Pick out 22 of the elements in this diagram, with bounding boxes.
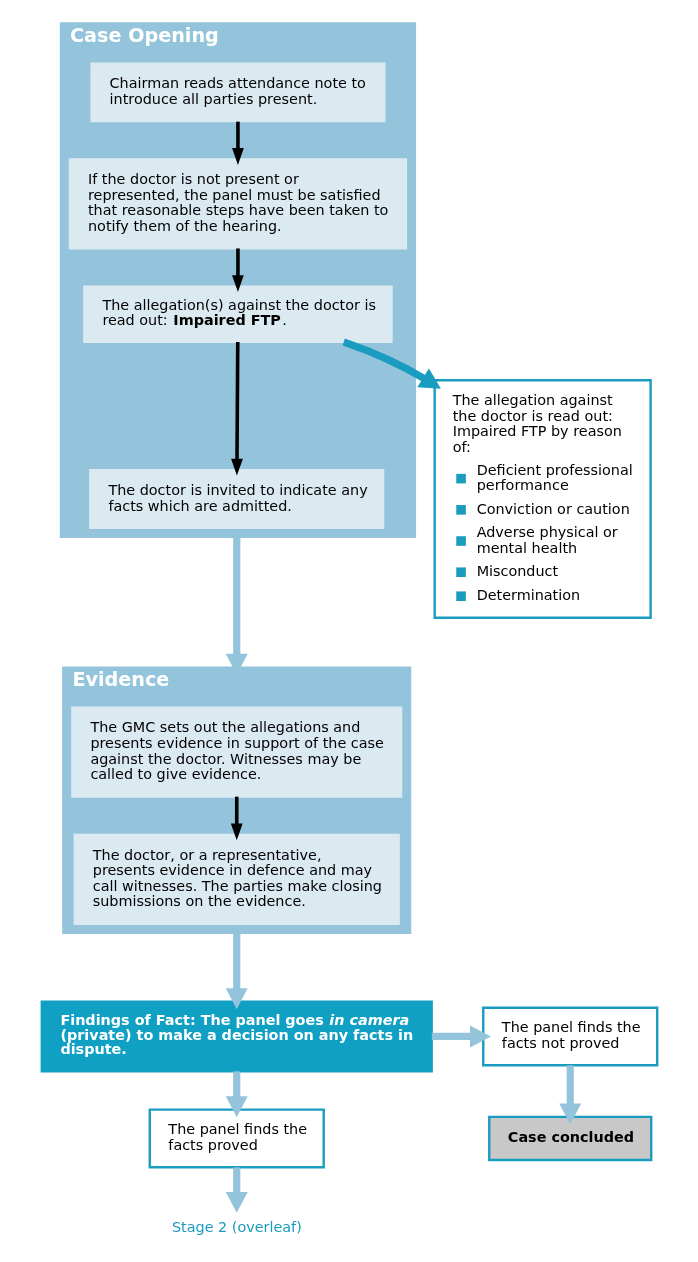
node-box: The panel finds the facts proved: [148, 1108, 325, 1169]
node-box: The GMC sets out the allegations and presents evidence in support of the case against the doctor. Witnesses may be called to give evidence.: [70, 706, 402, 798]
arrow: [230, 342, 243, 476]
arrow: [431, 1025, 491, 1048]
arrow: [231, 121, 244, 165]
node-box: The panel finds the facts not proved: [481, 1006, 658, 1067]
arrow: [231, 248, 244, 293]
node-box: The allegation against the doctor is read out: Impaired FTP by reason of: Deficient professional performance Conviction or caution Adverse physical or mental health Misconduct Determination: [432, 379, 652, 619]
node-box: The allegation(s) against the doctor is read out: Impaired FTP.: [82, 285, 393, 344]
arrow: [558, 1065, 581, 1125]
node-box: Case concluded: [487, 1115, 652, 1162]
arrow: [225, 933, 248, 1010]
arrow: [230, 796, 243, 841]
node-box: The doctor is invited to indicate any facts which are admitted.: [88, 469, 384, 530]
node-box: The doctor, or a representative, presents evidence in defence and may call witnesses. The parties make closing submissions on the evidence.: [73, 833, 400, 925]
arrow: [225, 1167, 248, 1213]
node-box: Chairman reads attendance note to introduce all parties present.: [89, 62, 385, 123]
arrow: [225, 1071, 248, 1118]
node-box: If the doctor is not present or represented, the panel must be satisfied that reasonable steps have been taken to notify them of the hearing.: [68, 158, 407, 250]
node-text: Stage 2 (overleaf): [171, 1218, 302, 1235]
arrow: [342, 338, 441, 389]
node-box: Findings of Fact: The panel goes in camera (private) to make a decision on any facts in dispute.: [40, 1000, 433, 1073]
